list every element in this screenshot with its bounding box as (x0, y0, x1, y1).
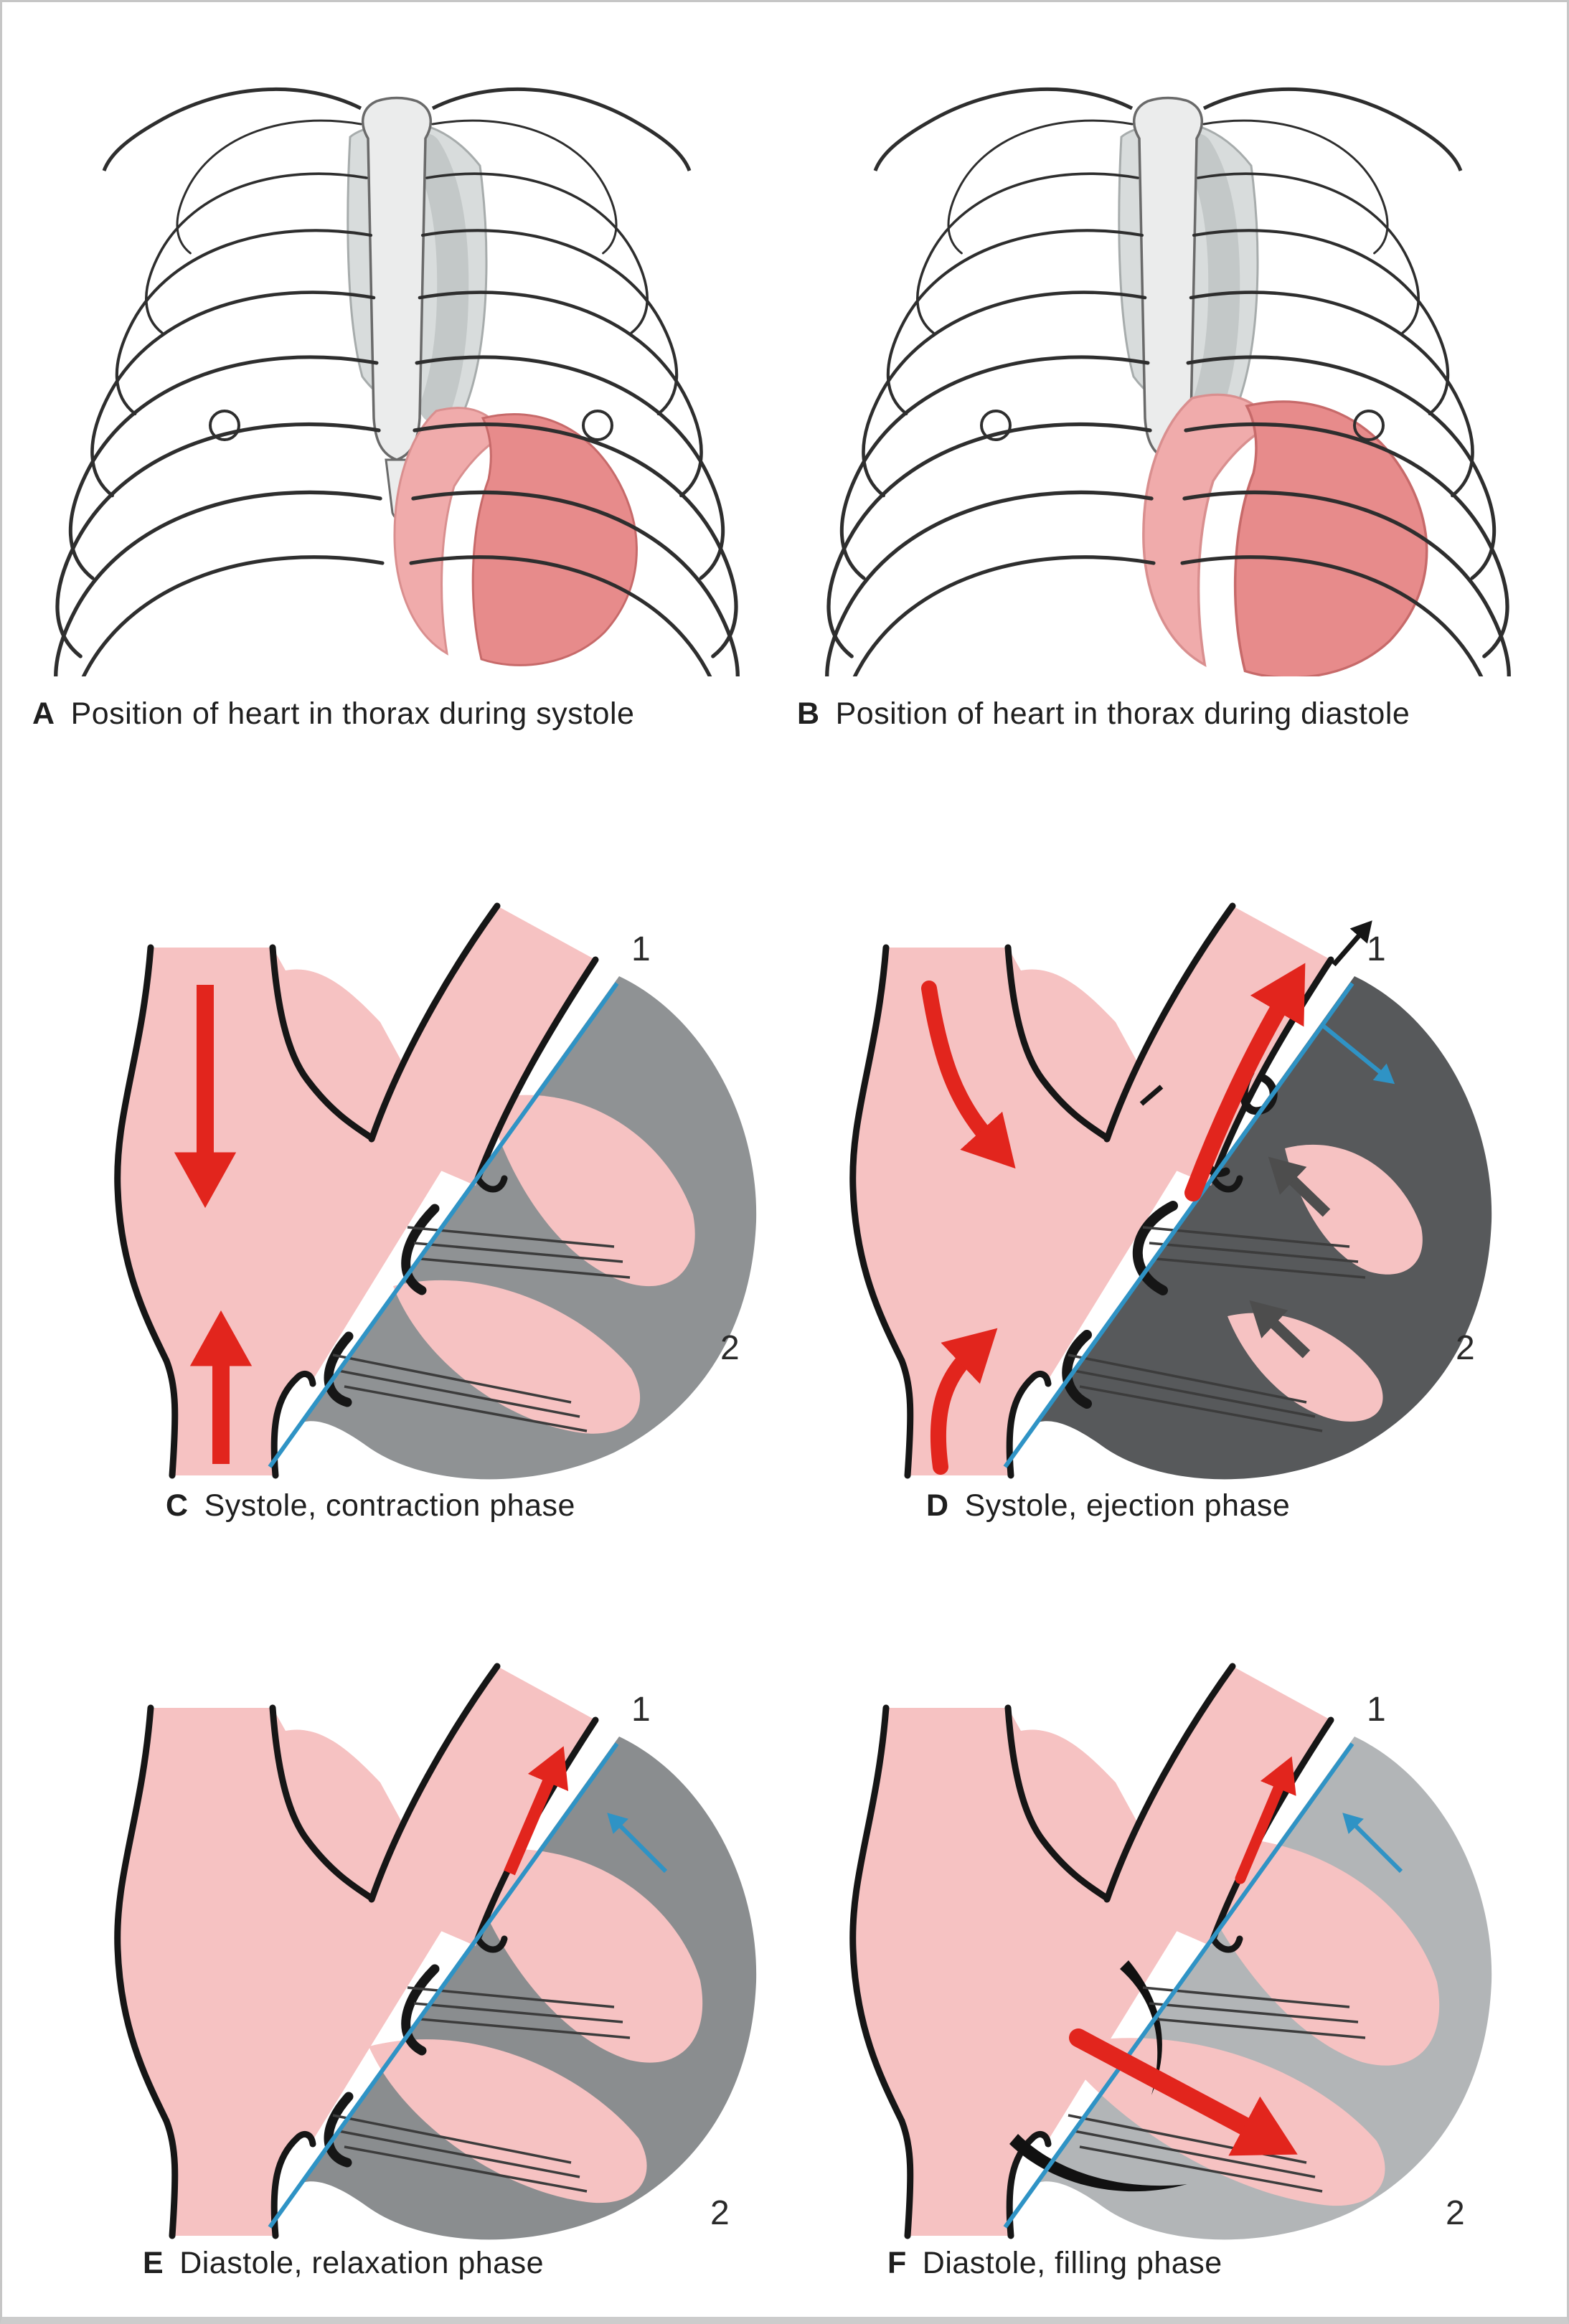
clavicle-left (873, 87, 1134, 171)
caption-f-letter: F (887, 2246, 907, 2280)
mitral-valve-open (1120, 1960, 1162, 2095)
mitral-valve-leaflet (401, 1964, 440, 2056)
left-marker-circle (209, 410, 240, 441)
panel-d-ejection-phase: 1 2 (820, 884, 1492, 1480)
filling-arrow-ventricle (1069, 2028, 1298, 2156)
panel-b-thorax-diastole (795, 87, 1541, 676)
ribs-left (56, 119, 382, 676)
ribcage (827, 87, 1509, 676)
tricuspid-valve-leaflet (324, 1331, 354, 1407)
caption-c: C Systole, contraction phase (166, 1488, 575, 1524)
base-motion-arrow (1332, 920, 1372, 967)
panel-e-relaxation-phase: 1 2 (85, 1645, 757, 2240)
blood-flow-arrows (1069, 1756, 1298, 2156)
caption-d: D Systole, ejection phase (926, 1488, 1290, 1524)
label-ventricle-wall: 2 (720, 1329, 740, 1367)
caption-f-text: Diastole, filling phase (922, 2246, 1222, 2280)
caption-e-letter: E (143, 2246, 164, 2280)
outflow-arrow-aorta (1235, 1756, 1296, 1884)
outer-motion-marks (1139, 920, 1372, 1106)
caption-e-text: Diastole, relaxation phase (179, 2246, 544, 2280)
heart-left-ventricle-side (1233, 400, 1428, 676)
label-valve-plane: 1 (1367, 930, 1386, 968)
heart-left-ventricle-side (471, 412, 638, 666)
valve-leaflets (324, 1964, 440, 2168)
caption-b-letter: B (797, 696, 820, 731)
caption-c-letter: C (166, 1488, 189, 1523)
caption-a-letter: A (32, 696, 55, 731)
caption-b-text: Position of heart in thorax during diast… (835, 696, 1410, 731)
label-ventricle-wall: 2 (1456, 1329, 1475, 1367)
caption-b: B Position of heart in thorax during dia… (797, 696, 1410, 732)
valve-plane-recoil-arrow (607, 1813, 668, 1874)
valve-leaflets-open (1009, 1960, 1187, 2192)
caption-c-text: Systole, contraction phase (204, 1488, 575, 1523)
mitral-valve-closed (1132, 1201, 1178, 1295)
caption-f: F Diastole, filling phase (887, 2246, 1222, 2281)
ribcage (56, 87, 738, 676)
wall-shortening-arrow-upper (1268, 1156, 1331, 1217)
tricuspid-valve-leaflet (324, 2092, 354, 2168)
clavicle-right (1202, 87, 1463, 171)
blood-flow-arrows (921, 963, 1306, 1475)
heart-silhouette-diastole (1142, 393, 1428, 676)
caption-a-text: Position of heart in thorax during systo… (70, 696, 635, 731)
wall-shortening-arrow-lower (1249, 1300, 1311, 1359)
ribs-left (827, 119, 1154, 676)
mitral-valve-leaflet (401, 1204, 440, 1295)
label-ventricle-wall: 2 (710, 2194, 730, 2232)
caption-d-letter: D (926, 1488, 949, 1523)
ejection-arrow-aorta (1184, 963, 1306, 1201)
caption-e: E Diastole, relaxation phase (143, 2246, 544, 2281)
left-marker-circle (980, 410, 1012, 441)
blood-flow-arrows (174, 985, 253, 1464)
label-ventricle-wall: 2 (1446, 2194, 1465, 2232)
panel-c-contraction-phase: 1 2 (85, 884, 757, 1480)
clavicle-left (102, 87, 362, 171)
label-valve-plane: 1 (631, 1691, 651, 1729)
valve-plane-shift-arrow (1321, 1023, 1395, 1085)
panel-a-thorax-systole (24, 87, 770, 676)
caption-d-text: Systole, ejection phase (964, 1488, 1291, 1523)
inflow-arrow-inferior (930, 1328, 998, 1475)
tricuspid-valve-closed (1062, 1330, 1092, 1409)
right-marker-circle (1353, 410, 1385, 441)
clavicle-right (431, 87, 692, 171)
panel-f-filling-phase: 1 2 (820, 1645, 1492, 2240)
caption-a: A Position of heart in thorax during sys… (32, 696, 634, 732)
label-valve-plane: 1 (631, 930, 651, 968)
outflow-arrow-aorta (504, 1746, 569, 1876)
valve-plane-recoil-arrow (1342, 1813, 1403, 1874)
right-marker-circle (582, 410, 613, 441)
inflow-arrow-superior (921, 981, 1016, 1169)
valve-leaflets (324, 1204, 440, 1407)
label-valve-plane: 1 (1367, 1691, 1386, 1729)
wall-tick-mark (1139, 1085, 1164, 1106)
heart-silhouette-systole (393, 407, 638, 666)
wall-motion-arrows (1249, 1156, 1331, 1359)
tricuspid-valve-open (1009, 2134, 1187, 2192)
